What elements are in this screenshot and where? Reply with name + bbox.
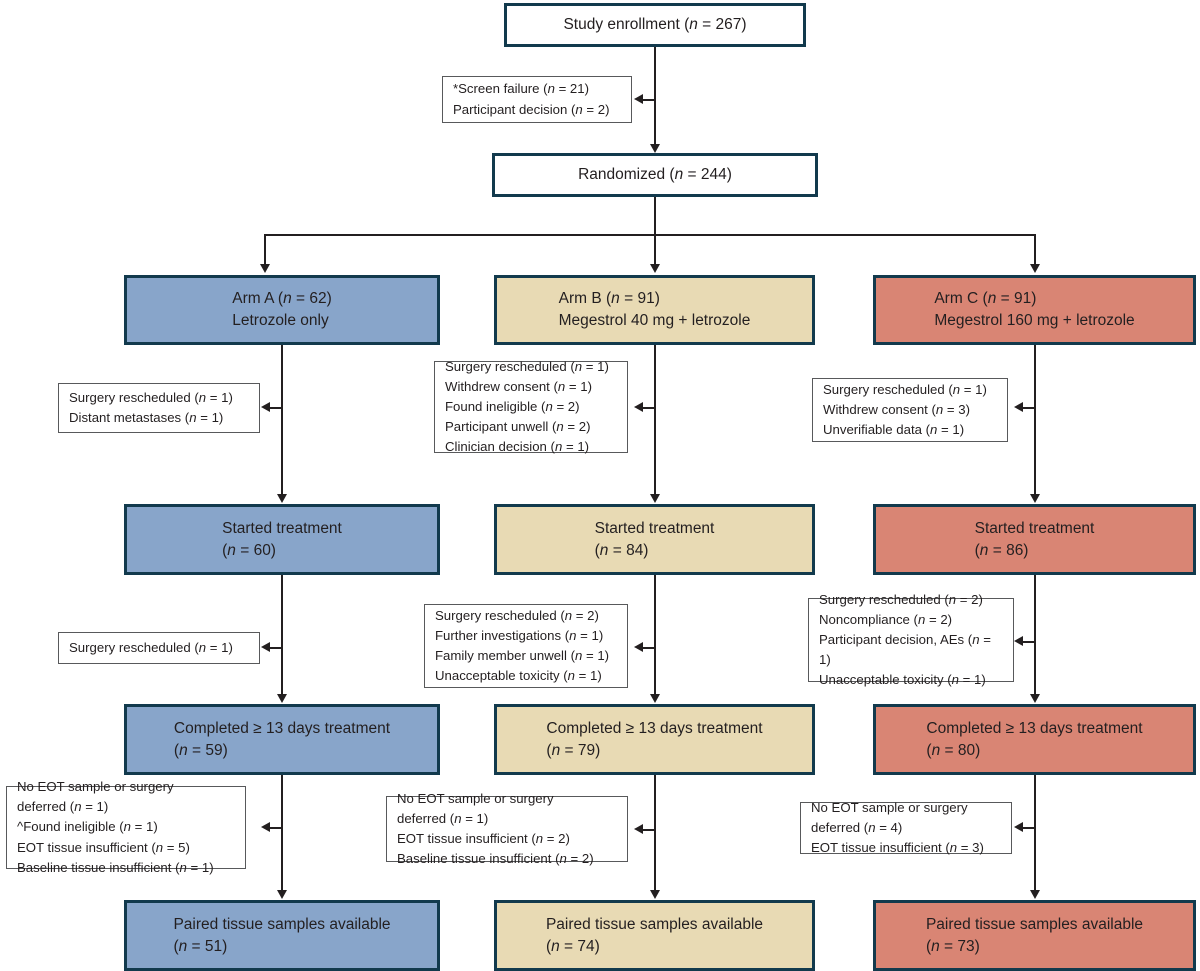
connector-arm-c-started-to-completed bbox=[1033, 575, 1037, 695]
arrowhead-arm-a bbox=[259, 264, 270, 273]
node-arm-b-paired: Paired tissue samples available(n = 74) bbox=[494, 900, 815, 971]
connector-branch-arm-c bbox=[1033, 234, 1037, 265]
arrowhead-arm-a-started bbox=[276, 494, 287, 503]
arrowhead-arm-c-completed bbox=[1029, 694, 1040, 703]
node-arm-a-completed-label: Completed ≥ 13 days treatment(n = 59) bbox=[173, 719, 391, 759]
node-arm-c-completed-label: Completed ≥ 13 days treatment(n = 80) bbox=[926, 719, 1143, 759]
node-arm-c-started: Started treatment(n = 86) bbox=[873, 504, 1196, 575]
arrowhead-arm-b-started bbox=[649, 494, 660, 503]
node-arm-a-started: Started treatment(n = 60) bbox=[124, 504, 440, 575]
arrowhead-arm-a-during-treatment bbox=[261, 642, 270, 652]
connector-arm-b-tissue bbox=[643, 828, 655, 831]
connector-arm-a-during-treatment bbox=[270, 646, 282, 649]
node-arm-a-started-label: Started treatment(n = 60) bbox=[222, 519, 342, 559]
node-arm-b-header: Arm B (n = 91)Megestrol 40 mg + letrozol… bbox=[494, 275, 815, 345]
arrowhead-arm-a-paired bbox=[276, 890, 287, 899]
connector-arm-a-started-to-completed bbox=[280, 575, 284, 695]
node-arm-c-paired-label: Paired tissue samples available(n = 73) bbox=[925, 915, 1144, 955]
arrowhead-arm-a-tissue bbox=[261, 822, 270, 832]
exclusion-box-arm-a-during-treatment-label: Surgery rescheduled (n = 1) bbox=[69, 639, 233, 655]
connector-arm-b-pre-treatment bbox=[643, 406, 655, 409]
node-arm-b-paired-label: Paired tissue samples available(n = 74) bbox=[545, 915, 764, 955]
node-study-enrollment: Study enrollment (n = 267) bbox=[504, 3, 806, 47]
connector-arm-b-started-to-completed bbox=[653, 575, 657, 695]
arrowhead-arm-c-started bbox=[1029, 494, 1040, 503]
arrowhead-arm-b-tissue bbox=[634, 824, 643, 834]
arrowhead-arm-c-during-treatment bbox=[1014, 636, 1023, 646]
node-arm-c-started-label: Started treatment(n = 86) bbox=[974, 519, 1095, 559]
arrowhead-arm-b bbox=[649, 264, 660, 273]
arrowhead-arm-b-pre-treatment bbox=[634, 402, 643, 412]
arrowhead-arm-b-completed bbox=[649, 694, 660, 703]
arrowhead-randomized bbox=[649, 144, 660, 153]
exclusion-box-arm-c-pre-treatment-label: Surgery rescheduled (n = 1)Withdrew cons… bbox=[823, 381, 987, 438]
node-arm-b-started-label: Started treatment(n = 84) bbox=[594, 519, 715, 559]
exclusion-box-arm-a-pre-treatment-label: Surgery rescheduled (n = 1)Distant metas… bbox=[69, 389, 233, 425]
connector-arm-a-tissue bbox=[270, 826, 282, 829]
exclusion-box-arm-b-pre-treatment: Surgery rescheduled (n = 1)Withdrew cons… bbox=[434, 359, 628, 454]
connector-arm-c-during-treatment bbox=[1023, 640, 1035, 643]
connector-arm-c-header-to-started bbox=[1033, 345, 1037, 495]
node-randomized: Randomized (n = 244) bbox=[492, 153, 818, 197]
connector-randomized-stem bbox=[654, 197, 657, 236]
arrowhead-arm-c-paired bbox=[1029, 890, 1040, 899]
arrowhead-arm-c-tissue bbox=[1014, 822, 1023, 832]
exclusion-box-arm-c-pre-treatment: Surgery rescheduled (n = 1)Withdrew cons… bbox=[812, 378, 1008, 442]
node-arm-c-header-label: Arm C (n = 91)Megestrol 160 mg + letrozo… bbox=[934, 290, 1135, 329]
arrowhead-arm-c-pre-treatment bbox=[1014, 402, 1023, 412]
connector-branch-arm-b bbox=[653, 234, 657, 265]
exclusion-box-arm-c-during-treatment: Surgery rescheduled (n = 2)Noncompliance… bbox=[808, 592, 1014, 687]
arrowhead-arm-a-completed bbox=[276, 694, 287, 703]
node-arm-c-paired: Paired tissue samples available(n = 73) bbox=[873, 900, 1196, 971]
connector-branch-horizontal bbox=[264, 234, 1036, 237]
exclusion-box-arm-b-pre-treatment-label: Surgery rescheduled (n = 1)Withdrew cons… bbox=[445, 358, 609, 455]
arrowhead-arm-c bbox=[1029, 264, 1040, 273]
node-arm-a-header-label: Arm A (n = 62)Letrozole only bbox=[232, 290, 332, 329]
node-randomized-label: Randomized (n = 244) bbox=[578, 166, 732, 183]
node-arm-a-paired-label: Paired tissue samples available(n = 51) bbox=[173, 915, 391, 955]
exclusion-box-arm-a-during-treatment: Surgery rescheduled (n = 1) bbox=[58, 632, 260, 664]
connector-arm-a-pre-treatment bbox=[270, 406, 282, 409]
node-arm-b-started: Started treatment(n = 84) bbox=[494, 504, 815, 575]
connector-arm-c-completed-to-paired bbox=[1033, 775, 1037, 891]
exclusion-box-arm-b-during-treatment-label: Surgery rescheduled (n = 2)Further inves… bbox=[435, 607, 610, 684]
exclusion-box-arm-b-during-treatment: Surgery rescheduled (n = 2)Further inves… bbox=[424, 604, 628, 688]
node-arm-b-header-label: Arm B (n = 91)Megestrol 40 mg + letrozol… bbox=[558, 290, 751, 329]
connector-arm-a-header-to-started bbox=[280, 345, 284, 495]
connector-screen-failure bbox=[643, 98, 655, 101]
arrowhead-arm-b-during-treatment bbox=[634, 642, 643, 652]
connector-arm-b-during-treatment bbox=[643, 646, 655, 649]
connector-arm-a-completed-to-paired bbox=[280, 775, 284, 891]
node-study-enrollment-label: Study enrollment (n = 267) bbox=[563, 16, 747, 33]
node-arm-c-header: Arm C (n = 91)Megestrol 160 mg + letrozo… bbox=[873, 275, 1196, 345]
connector-branch-arm-a bbox=[263, 234, 267, 265]
exclusion-box-arm-a-pre-treatment: Surgery rescheduled (n = 1)Distant metas… bbox=[58, 383, 260, 433]
node-arm-b-completed-label: Completed ≥ 13 days treatment(n = 79) bbox=[546, 719, 763, 759]
node-arm-a-paired: Paired tissue samples available(n = 51) bbox=[124, 900, 440, 971]
exclusion-box-screen-failure: *Screen failure (n = 21)Participant deci… bbox=[442, 76, 632, 123]
connector-arm-c-pre-treatment bbox=[1023, 406, 1035, 409]
arrowhead-screen-failure bbox=[634, 94, 643, 104]
exclusion-box-arm-c-during-treatment-label: Surgery rescheduled (n = 2)Noncompliance… bbox=[819, 591, 991, 688]
arrowhead-arm-b-paired bbox=[649, 890, 660, 899]
node-arm-b-completed: Completed ≥ 13 days treatment(n = 79) bbox=[494, 704, 815, 775]
connector-enrollment-to-randomized bbox=[654, 47, 657, 145]
arrowhead-arm-a-pre-treatment bbox=[261, 402, 270, 412]
node-arm-c-completed: Completed ≥ 13 days treatment(n = 80) bbox=[873, 704, 1196, 775]
connector-arm-b-completed-to-paired bbox=[653, 775, 657, 891]
connector-arm-c-tissue bbox=[1023, 826, 1035, 829]
exclusion-box-screen-failure-label: *Screen failure (n = 21)Participant deci… bbox=[453, 81, 610, 117]
node-arm-a-header: Arm A (n = 62)Letrozole only bbox=[124, 275, 440, 345]
connector-arm-b-header-to-started bbox=[653, 345, 657, 495]
node-arm-a-completed: Completed ≥ 13 days treatment(n = 59) bbox=[124, 704, 440, 775]
